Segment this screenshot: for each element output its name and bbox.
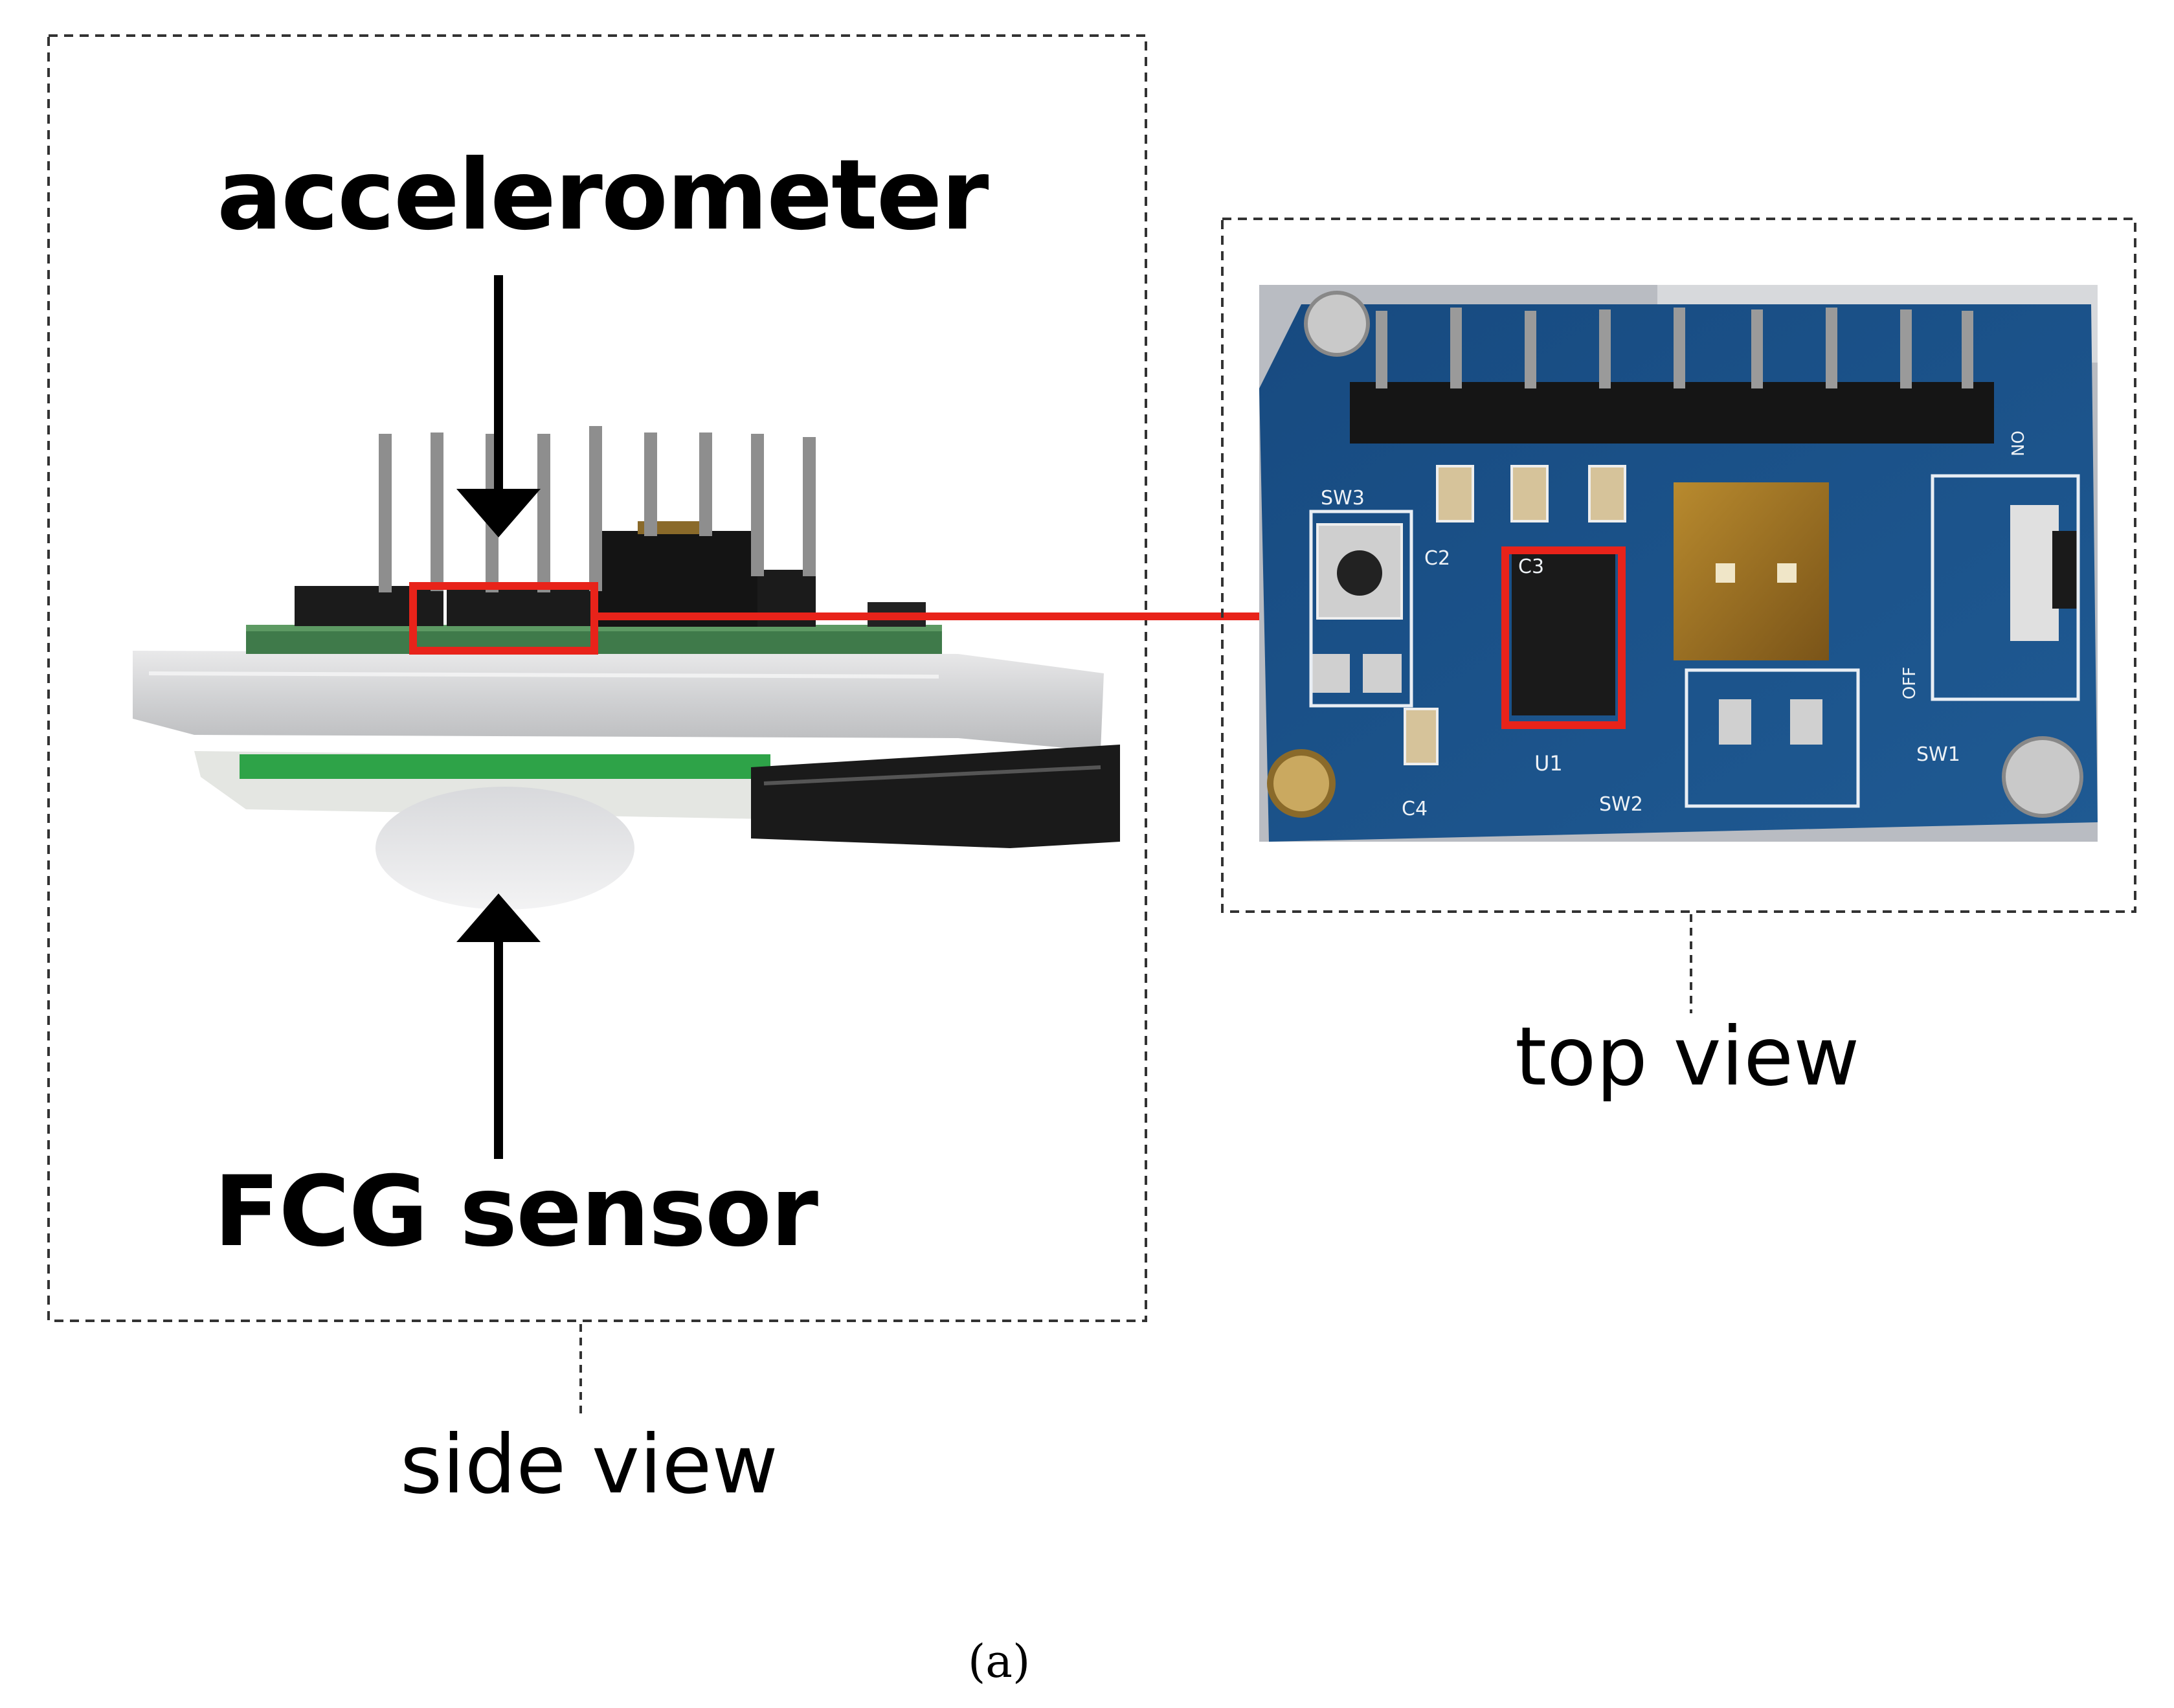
screw-top-left bbox=[1304, 291, 1370, 357]
silk-c3: C3 bbox=[1518, 556, 1545, 578]
side-view-label: side view bbox=[400, 1418, 778, 1512]
fcg-sensor-arrow bbox=[456, 893, 541, 1159]
fcg-sensor-label: FCG sensor bbox=[214, 1156, 818, 1268]
u1-chip bbox=[1512, 554, 1615, 715]
accelerometer-label: accelerometer bbox=[217, 139, 989, 252]
silk-c4: C4 bbox=[1402, 798, 1428, 820]
cable bbox=[751, 745, 1120, 848]
green-strip bbox=[240, 754, 770, 779]
side-view-panel bbox=[47, 34, 1147, 1322]
header-pins bbox=[379, 426, 816, 592]
top-view-label: top view bbox=[1515, 1010, 1860, 1104]
figure-label: (a) bbox=[968, 1635, 1031, 1688]
top-view-panel bbox=[1221, 218, 2136, 913]
mount-hole bbox=[1267, 749, 1336, 818]
top-view-photo bbox=[1259, 285, 2098, 842]
silk-u1: U1 bbox=[1534, 751, 1563, 776]
ic-package bbox=[596, 531, 757, 627]
silk-off: OFF bbox=[1900, 666, 1920, 700]
fcg-sensor-dome bbox=[375, 787, 634, 910]
silk-sw3: SW3 bbox=[1321, 487, 1365, 510]
slide-switch bbox=[2010, 505, 2059, 641]
acrylic-plate bbox=[133, 651, 1104, 751]
header-block bbox=[295, 586, 443, 626]
silk-on: ON bbox=[2006, 431, 2026, 456]
u1-highlight-box bbox=[1501, 546, 1626, 729]
accelerometer-arrow bbox=[456, 275, 541, 537]
pin-header bbox=[1350, 382, 1994, 444]
silk-c2: C2 bbox=[1424, 547, 1451, 570]
gold-sensor bbox=[1674, 482, 1829, 660]
silk-sw2: SW2 bbox=[1599, 793, 1643, 816]
silk-sw1: SW1 bbox=[1916, 743, 1960, 766]
screw-bottom-right bbox=[2002, 736, 2083, 818]
side-view-photo bbox=[133, 426, 1120, 910]
